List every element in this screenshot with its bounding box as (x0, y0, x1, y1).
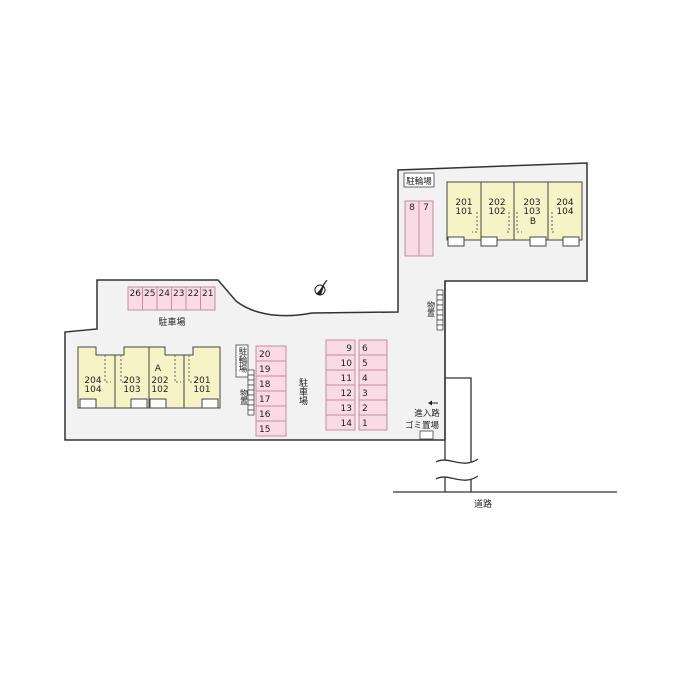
parking-space-number: 1 (362, 419, 368, 429)
bicycle-parking-left-label: 駐輪場 (237, 346, 247, 373)
storage-unit (247, 394, 255, 401)
storage-right (436, 289, 444, 331)
parking-space-number: 18 (259, 380, 271, 390)
storage-left (247, 369, 255, 416)
parking-space (200, 286, 216, 311)
unit-number-upper: 204 (84, 376, 101, 386)
parking-space (255, 420, 287, 437)
parking-label-main: 駐車場 (158, 316, 185, 328)
unit-number-upper: 202 (488, 198, 505, 208)
building-b-label: B (530, 217, 536, 227)
storage-unit (436, 319, 444, 326)
access-road (393, 281, 617, 493)
bicycle-parking-top (403, 172, 435, 188)
parking-space-number: 13 (341, 404, 352, 414)
parking-space-number: 8 (409, 203, 415, 213)
storage-unit (436, 324, 444, 331)
unit-number-upper: 201 (455, 198, 472, 208)
parking-space-number: 12 (341, 389, 352, 399)
parking-space-number: 4 (362, 374, 368, 384)
parking-space (418, 200, 434, 257)
storage-unit (247, 404, 255, 411)
garbage-area (419, 430, 434, 440)
parking-space-number: 17 (259, 395, 270, 405)
storage-unit (247, 409, 255, 416)
parking-space (325, 414, 356, 431)
storage-unit (247, 384, 255, 391)
storage-unit (436, 294, 444, 301)
unit-number-upper: 203 (523, 198, 540, 208)
parking-space-number: 21 (202, 289, 213, 299)
parking-space (358, 414, 388, 431)
parking-space-number: 19 (259, 365, 271, 375)
unit-number-upper: 204 (556, 198, 573, 208)
bicycle-parking-left (235, 344, 249, 378)
storage-unit (247, 374, 255, 381)
parking-space-number: 2 (362, 404, 368, 414)
storage-unit (247, 379, 255, 386)
parking-space-number: 14 (341, 419, 353, 429)
building-b (446, 181, 583, 247)
unit-number-lower: 101 (193, 385, 210, 395)
storage-left-label: 物置 (240, 388, 249, 405)
storage-unit (247, 369, 255, 376)
entrance-arrow-icon (428, 400, 438, 406)
storage-unit (247, 389, 255, 396)
parking-space-number: 25 (144, 289, 155, 299)
parking-space-number: 6 (362, 344, 368, 354)
parking-label-center: 駐車場 (297, 377, 308, 406)
unit-number-lower: 103 (523, 207, 540, 217)
unit-number-lower: 102 (151, 385, 168, 395)
parking-space-number: 10 (341, 359, 353, 369)
unit-number-upper: 203 (123, 376, 140, 386)
parking-space-number: 3 (362, 389, 368, 399)
unit-number-upper: 202 (151, 376, 168, 386)
road-label: 道路 (474, 498, 492, 510)
parking-space-number: 26 (130, 289, 142, 299)
storage-unit (436, 289, 444, 296)
storage-unit (247, 399, 255, 406)
storage-right-label: 物置 (427, 300, 436, 317)
building-a-label: A (155, 364, 162, 374)
unit-number-lower: 101 (455, 207, 472, 217)
parking-space-number: 15 (259, 425, 270, 435)
bicycle-parking-top-label: 駐輪場 (406, 176, 432, 187)
storage-unit (436, 299, 444, 306)
parking-space-number: 24 (159, 289, 171, 299)
parking-space-number: 23 (173, 289, 184, 299)
unit-number-upper: 201 (193, 376, 210, 386)
building-a (77, 346, 221, 409)
unit-number-lower: 102 (488, 207, 505, 217)
garbage-label: ゴミ置場 (405, 420, 440, 431)
unit-number-lower: 103 (123, 385, 140, 395)
parking-space-number: 22 (188, 289, 199, 299)
parking-space-number: 11 (341, 374, 352, 384)
unit-number-lower: 104 (84, 385, 101, 395)
north-arrow-icon (314, 279, 328, 296)
storage-unit (436, 314, 444, 321)
entrance-label: 進入路 (414, 408, 440, 419)
storage-unit (436, 304, 444, 311)
parking-space-number: 20 (259, 350, 271, 360)
parking-space-number: 9 (346, 344, 352, 354)
parking-space-number: 7 (423, 203, 429, 213)
storage-unit (436, 309, 444, 316)
parking-space-number: 16 (259, 410, 271, 420)
unit-number-lower: 104 (556, 207, 573, 217)
parking-space-number: 5 (362, 359, 368, 369)
